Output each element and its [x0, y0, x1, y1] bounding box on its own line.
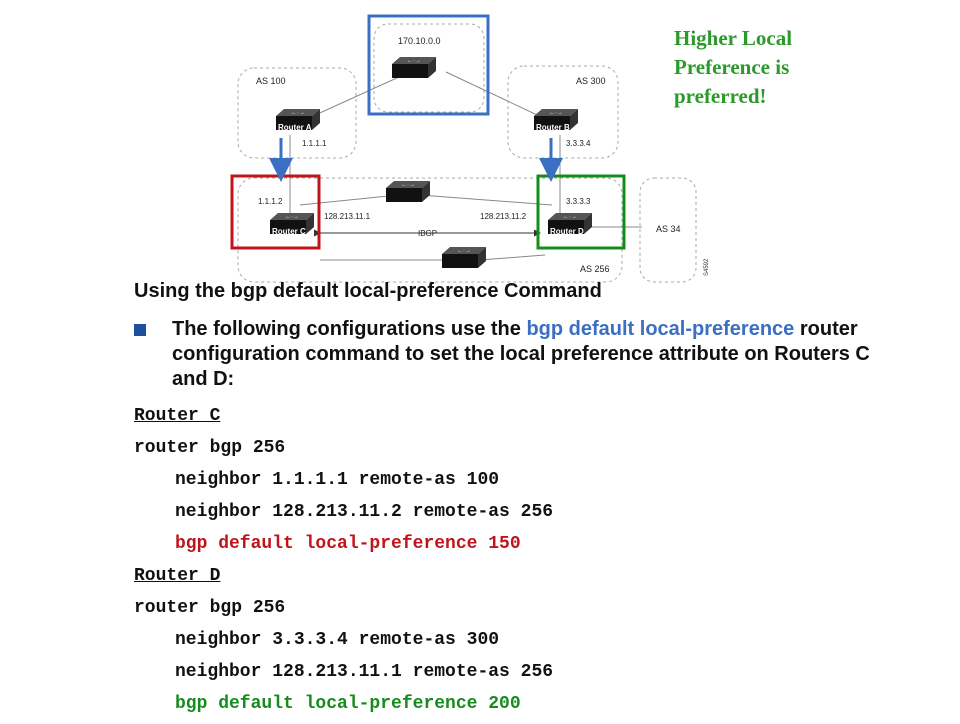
as34-region [639, 177, 697, 283]
ibgp-router-lower [442, 247, 486, 268]
bullet-command: bgp default local-preference [526, 318, 795, 340]
slide-heading: Using the bgp default local-preference C… [134, 280, 602, 302]
as300-label: AS 300 [576, 76, 606, 86]
router-d-neighbor-1: neighbor 3.3.3.4 remote-as 300 [175, 630, 500, 650]
highlight-top-network [367, 14, 490, 116]
top-network-region [373, 23, 485, 113]
note-line-2: Preference is [674, 55, 790, 79]
highlight-router-c [230, 174, 321, 250]
top-network-label: 170.10.0.0 [398, 36, 441, 46]
bullet-text: The following configurations use the bgp… [172, 317, 882, 392]
router-c-local-pref: bgp default local-preference 150 [175, 534, 521, 554]
router-b-ip: 3.3.3.4 [566, 139, 591, 148]
router-c-title: Router C [134, 406, 221, 426]
config-code-block: Router C router bgp 256 neighbor 1.1.1.1… [134, 404, 553, 724]
router-d-label: Router D [550, 227, 584, 236]
router-c-ip: 1.1.1.2 [258, 197, 283, 206]
top-router [392, 57, 436, 78]
router-c-neighbor-1: neighbor 1.1.1.1 remote-as 100 [175, 470, 500, 490]
as256-label: AS 256 [580, 264, 610, 274]
note-line-1: Higher Local [674, 26, 793, 50]
router-d-title: Router D [134, 566, 221, 586]
ibgp-router-upper [386, 181, 430, 202]
router-c-label: Router C [272, 227, 306, 236]
highlight-router-d [536, 174, 626, 250]
router-d-neighbor-2: neighbor 128.213.11.1 remote-as 256 [175, 662, 554, 682]
as300-region [507, 65, 619, 159]
figure-id: S4592 [704, 258, 710, 276]
router-d-bgp-line: router bgp 256 [134, 598, 286, 618]
higher-local-preference-note: Higher Local Preference is preferred! [674, 24, 874, 111]
router-a-ip: 1.1.1.1 [302, 139, 327, 148]
router-c-bgp-line: router bgp 256 [134, 438, 286, 458]
as100-region [237, 67, 357, 159]
as34-label: AS 34 [656, 224, 681, 234]
ibgp-label: IBGP [418, 229, 437, 238]
router-a-label: Router A [278, 123, 312, 132]
router-d-ibgp-ip: 128.213.11.2 [480, 212, 527, 221]
router-c-ibgp-ip: 128.213.11.1 [324, 212, 371, 221]
as256-region [237, 177, 623, 283]
router-d-local-pref: bgp default local-preference 200 [175, 694, 521, 714]
bullet-text-pre: The following configurations use the [172, 318, 527, 340]
network-diagram: ←·→ 170.10.0.0 AS 100 AS 300 AS 256 AS 3… [230, 14, 710, 283]
as100-label: AS 100 [256, 76, 286, 86]
bullet-text-post: router configuration command to set the … [172, 318, 870, 390]
router-b-label: Router B [536, 123, 570, 132]
note-line-3: preferred! [674, 84, 767, 108]
router-d-ip: 3.3.3.3 [566, 197, 591, 206]
bullet-square-icon [134, 324, 146, 336]
router-c-neighbor-2: neighbor 128.213.11.2 remote-as 256 [175, 502, 554, 522]
